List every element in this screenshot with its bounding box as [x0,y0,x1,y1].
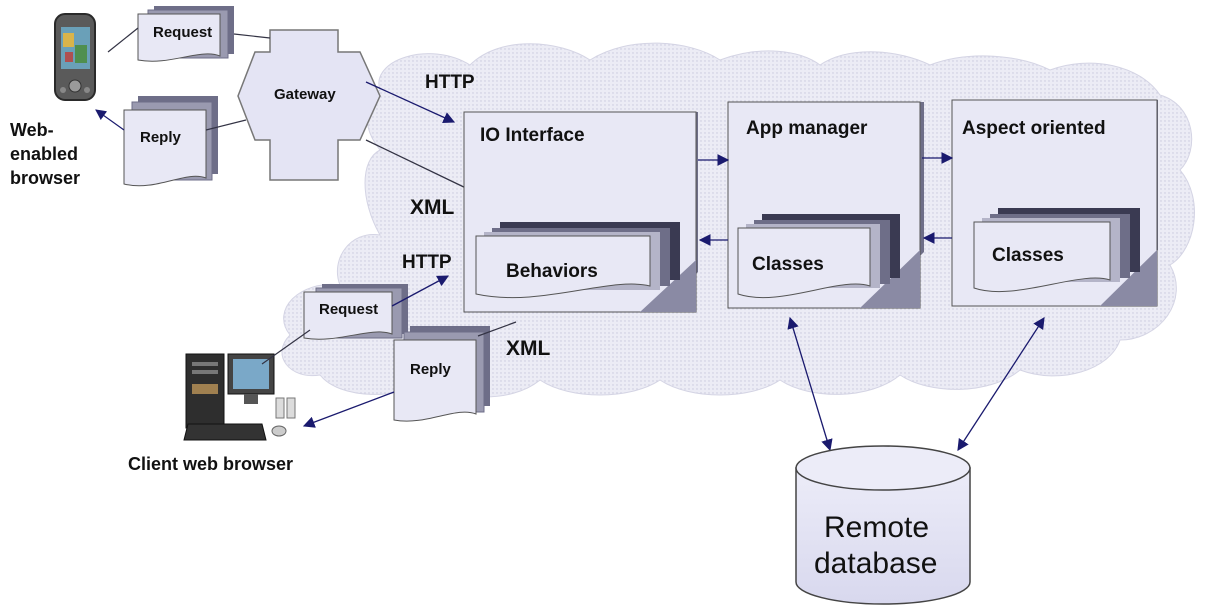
pda-reply-document: Reply [123,96,218,187]
aspect-classes-label: Classes [992,245,1064,266]
client-reply-label: Reply [410,361,452,378]
gateway-label: Gateway [274,86,336,103]
pda-to-request-line [107,27,139,53]
request-to-gateway-line [233,33,271,39]
aspect-db-arrow [957,317,1045,451]
reply-to-pda-arrow [95,109,125,131]
xml-label-bottom: XML [506,337,551,360]
pda-reply-label: Reply [140,129,182,146]
io-interface-title: IO Interface [480,125,585,146]
app-db-arrow [787,316,833,452]
client-request-document: Request [303,284,408,340]
gateway-http-arrow [365,81,456,123]
http-label-top: HTTP [425,72,475,93]
aspect-oriented-title: Aspect oriented [962,118,1106,139]
client-request-label: Request [319,301,378,318]
aspect-oriented-component: Aspect oriented Classes [951,99,1158,307]
app-manager-component: App manager Classes [727,101,924,309]
http-label-bottom: HTTP [402,252,452,273]
xml-label-top: XML [410,196,455,219]
desktop-computer-icon [183,353,296,441]
io-to-reply-line [477,321,517,337]
remote-database-cylinder: Remote database [795,445,971,605]
app-classes-stack: Classes [737,214,900,299]
client-reply-document: Reply [393,326,490,422]
client-http-arrow [391,275,450,307]
pda-request-label: Request [153,24,212,41]
client-to-request-line [261,329,311,365]
gateway-to-reply-line [205,119,247,131]
app-manager-title: App manager [746,118,868,139]
pda-request-document: Request [137,6,234,62]
app-classes-label: Classes [752,254,824,275]
database-label-line1: Remote [824,511,929,544]
io-interface-component: IO Interface Behaviors [463,111,698,313]
gateway-node: Gateway [237,29,381,181]
database-label-line2: database [814,547,937,580]
gateway-xml-line [365,139,471,191]
aspect-classes-stack: Classes [973,208,1140,293]
pda-device-icon [54,13,96,101]
reply-to-client-arrow [302,391,395,428]
pda-caption: Web- enabled browser [10,120,83,188]
behaviors-label: Behaviors [506,261,598,282]
behaviors-stack: Behaviors [475,222,680,299]
client-caption: Client web browser [128,454,293,474]
